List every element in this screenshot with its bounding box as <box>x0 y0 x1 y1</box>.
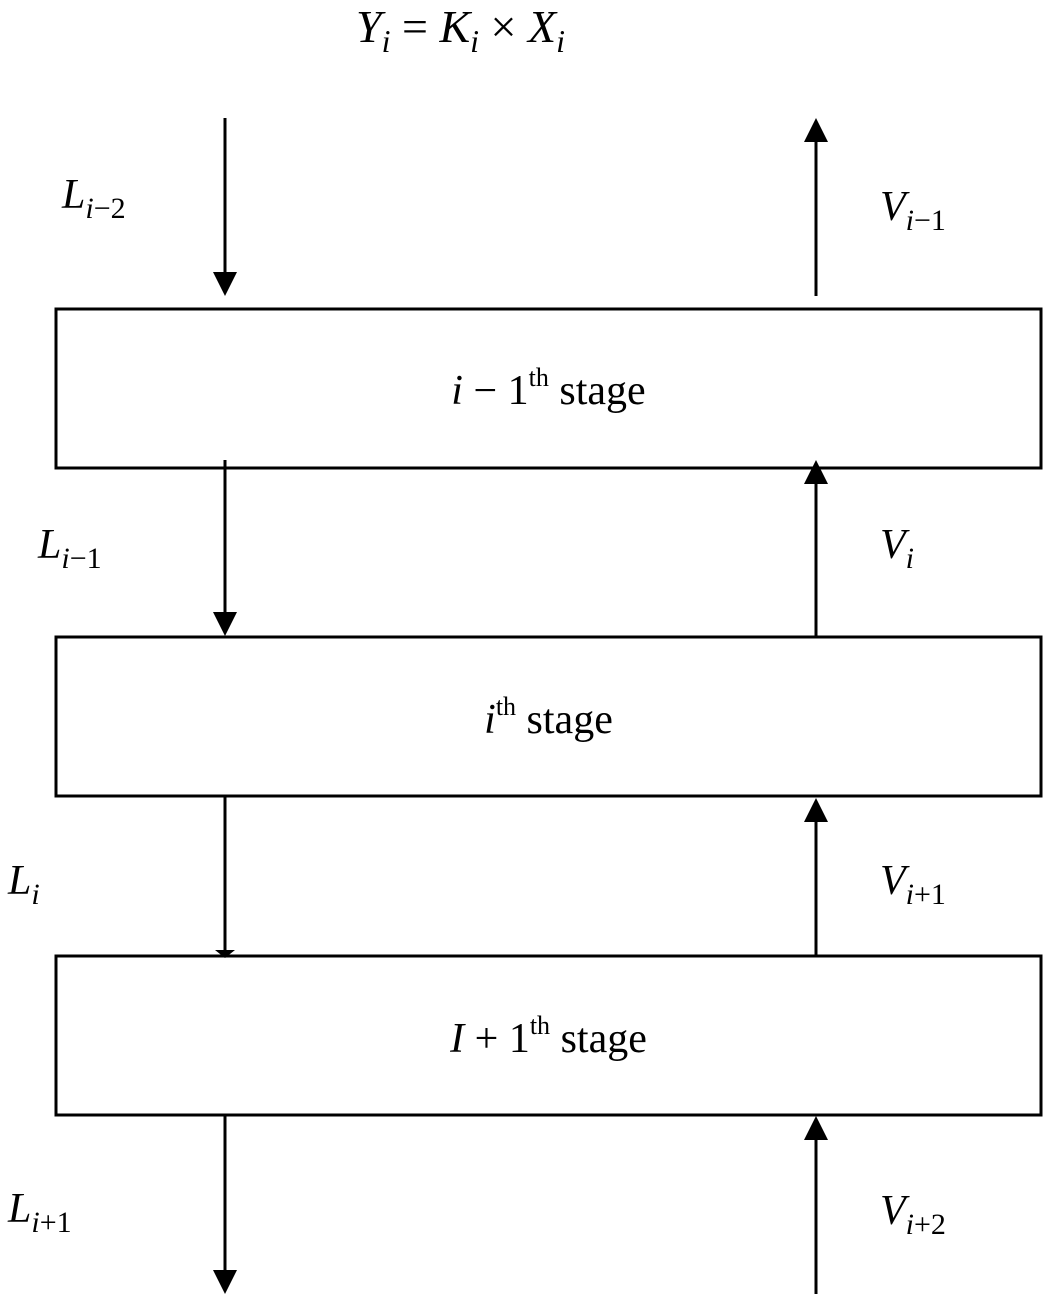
stage-label-i-plus-1: I + 1th stage <box>450 1011 647 1062</box>
vapor-label-4: Vi+2 <box>880 1188 946 1241</box>
vapor-arrow-1 <box>804 118 828 296</box>
liquid-label-3: Li <box>8 858 40 911</box>
stage-label-i: ith stage <box>484 692 613 743</box>
vapor-label-3: Vi+1 <box>880 858 946 911</box>
vapor-label-1: Vi−1 <box>880 184 946 237</box>
liquid-arrow-1 <box>213 118 237 296</box>
vapor-arrow-3 <box>804 798 828 956</box>
stage-label-i-minus-1: i − 1th stage <box>451 363 646 414</box>
vapor-arrow-4 <box>804 1116 828 1294</box>
liquid-label-2: Li−1 <box>38 522 102 575</box>
vapor-label-2: Vi <box>880 522 914 575</box>
stage-box-i <box>54 635 1043 798</box>
liquid-arrow-2 <box>213 460 237 636</box>
equilibrium-equation: Yi = Ki × Xi <box>356 1 565 59</box>
liquid-arrow-4 <box>213 1116 237 1294</box>
vapor-arrow-2 <box>804 460 828 636</box>
liquid-label-1: Li−2 <box>62 172 126 225</box>
stage-box-i-plus-1 <box>54 954 1043 1117</box>
stage-box-i-minus-1 <box>54 307 1043 470</box>
liquid-label-4: Li+1 <box>8 1186 72 1239</box>
liquid-arrow-3 <box>215 797 235 958</box>
